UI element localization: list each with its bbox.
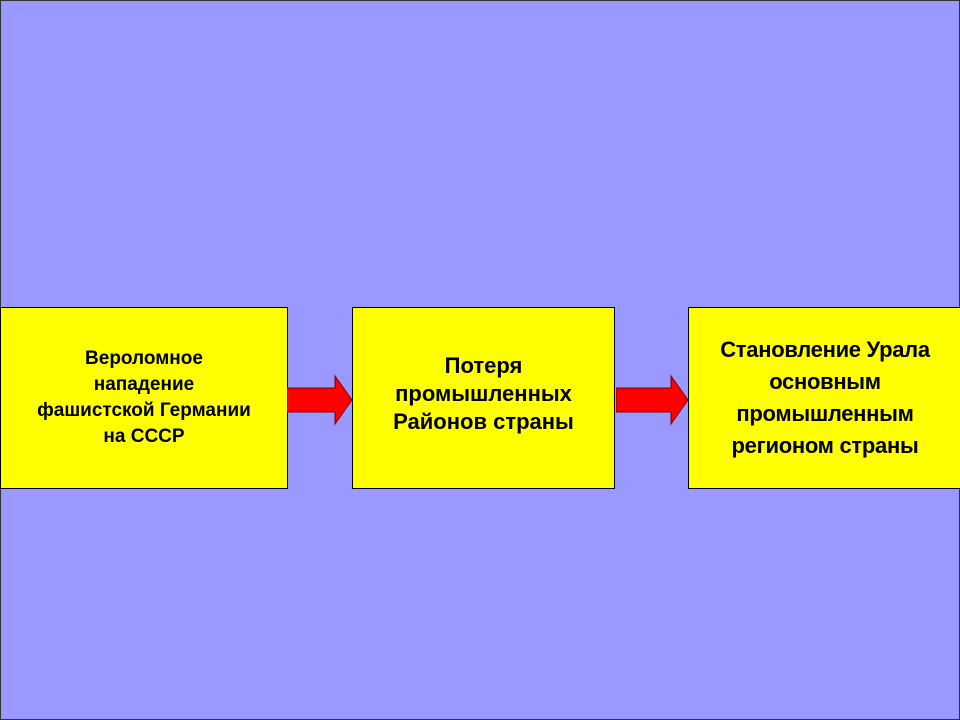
box-invasion: Вероломное нападение фашистской Германии… (0, 307, 288, 489)
arrow-right-icon (287, 374, 353, 426)
box-loss-industrial-regions: Потеря промышленных Районов страны (352, 307, 615, 489)
box-ural-industrial-region: Становление Урала основным промышленным … (688, 307, 960, 489)
arrow-right-icon (616, 374, 689, 426)
